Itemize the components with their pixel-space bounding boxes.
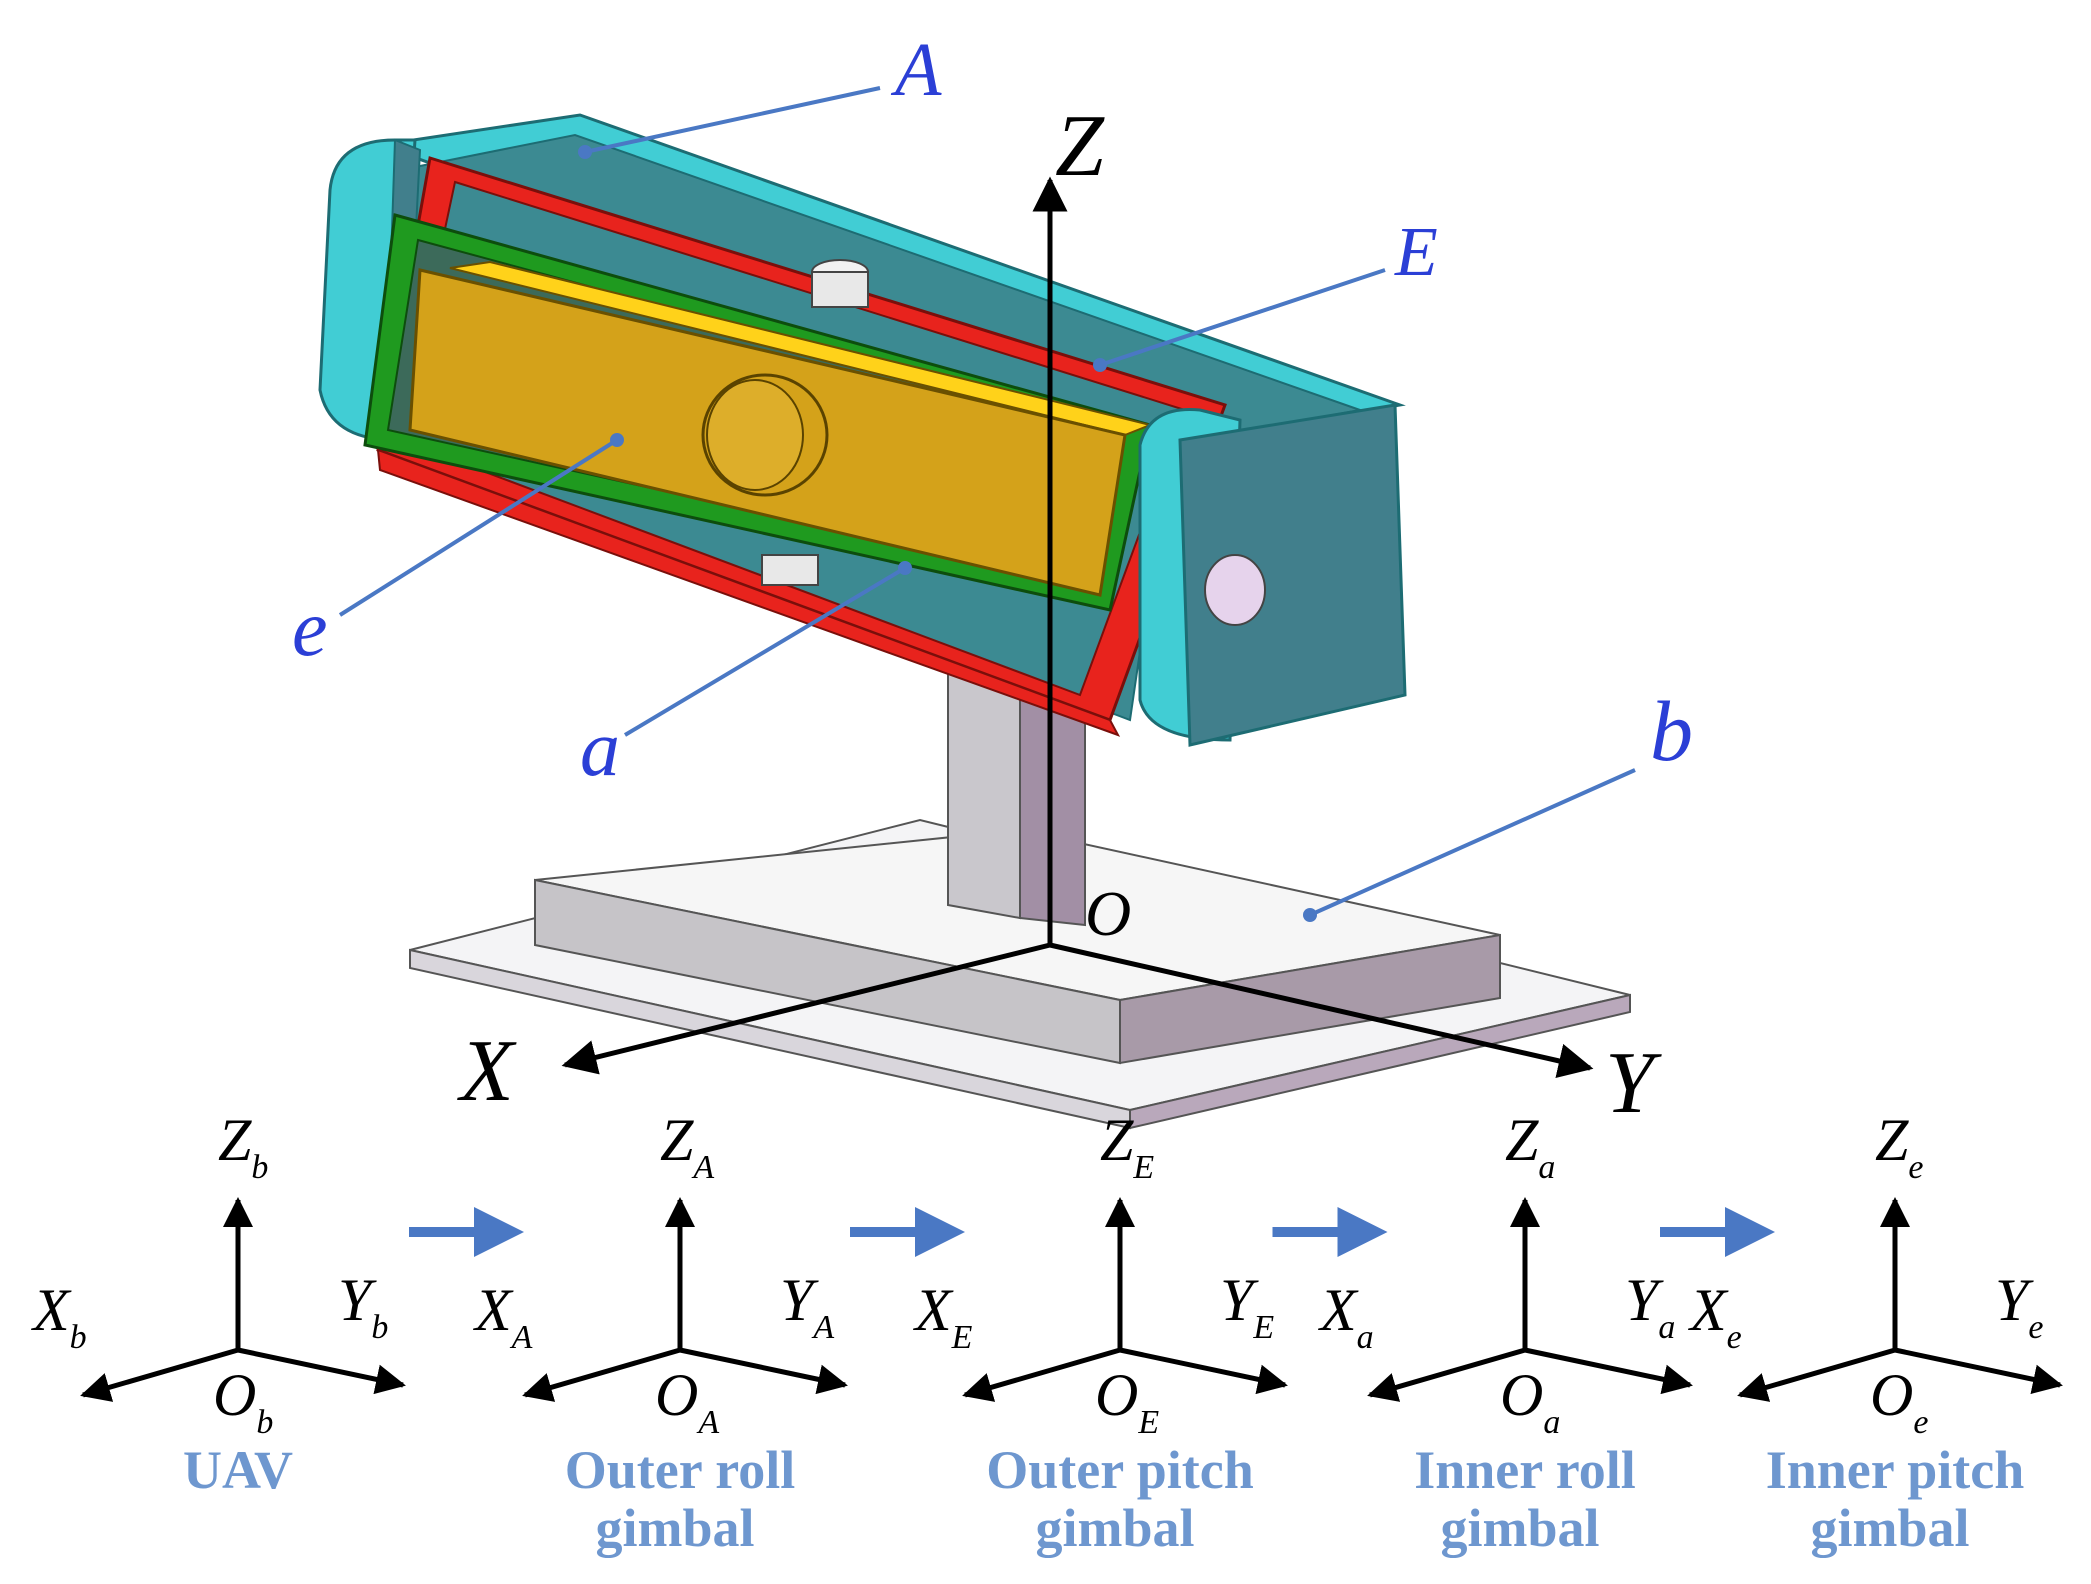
frame-outer-roll-caption-line-1: Outer roll bbox=[565, 1440, 795, 1500]
outer-pitch-lower-rail bbox=[376, 448, 1121, 737]
frame-outer-roll-x-axis bbox=[522, 1347, 681, 1402]
y-axis-label: Y bbox=[1605, 1035, 1662, 1132]
frame-inner-roll-z-label: Za bbox=[1505, 1107, 1555, 1186]
component-leaders bbox=[338, 86, 1636, 917]
label-E: E bbox=[1394, 214, 1438, 291]
base-block-right bbox=[1119, 933, 1501, 1065]
dot-a bbox=[898, 561, 912, 575]
frame-inner-roll-x-label: Xa bbox=[1318, 1277, 1374, 1356]
y-axis bbox=[1049, 942, 1594, 1079]
frame-outer-pitch-x-label: XE bbox=[913, 1277, 973, 1356]
frame-uav-z-label: Zb bbox=[218, 1107, 268, 1186]
frame-inner-pitch-z-label: Ze bbox=[1875, 1107, 1923, 1186]
base-plate-right bbox=[1129, 993, 1631, 1130]
frame-outer-roll-z-label: ZA bbox=[660, 1107, 714, 1186]
frame-outer-pitch-y-label: YE bbox=[1220, 1267, 1274, 1346]
frame-inner-pitch-y-label: Ye bbox=[1995, 1267, 2043, 1346]
top-pin-shaft bbox=[811, 271, 869, 308]
frame-outer-roll-y-axis bbox=[679, 1347, 848, 1395]
frame-uav-y-axis bbox=[237, 1347, 406, 1395]
frame-uav-x-axis bbox=[80, 1347, 239, 1402]
frame-outer-pitch-y-axis bbox=[1119, 1347, 1288, 1395]
main-axes bbox=[561, 176, 1594, 1079]
frame-inner-roll-y-axis bbox=[1524, 1347, 1693, 1395]
label-a: a bbox=[580, 705, 620, 793]
frame-outer-pitch-origin-label: OE bbox=[1095, 1362, 1159, 1441]
frame-outer-pitch-caption-line-1: Outer pitch bbox=[986, 1440, 1254, 1500]
component-dots bbox=[578, 145, 1317, 922]
x-axis bbox=[561, 942, 1051, 1075]
label-b: b bbox=[1650, 683, 1693, 779]
dot-e bbox=[610, 433, 624, 447]
leader-b bbox=[1309, 768, 1636, 917]
frame-outer-roll-caption-line-2: gimbal bbox=[595, 1498, 754, 1558]
frame-uav-origin-label: Ob bbox=[213, 1362, 273, 1441]
frame-uav-caption-line-1: UAV bbox=[183, 1440, 293, 1500]
bottom-pin-shaft bbox=[761, 554, 819, 586]
frame-inner-roll-x-axis bbox=[1367, 1347, 1526, 1402]
frame-inner-roll-caption-line-2: gimbal bbox=[1440, 1498, 1599, 1558]
frame-inner-roll-y-label: Ya bbox=[1625, 1267, 1675, 1346]
z-axis-label: Z bbox=[1055, 98, 1105, 195]
frame-uav-y-label: Yb bbox=[338, 1267, 388, 1346]
frame-outer-pitch-x-axis bbox=[962, 1347, 1121, 1402]
gimbal-assembly bbox=[318, 113, 1407, 747]
leader-a bbox=[623, 566, 907, 737]
dot-b bbox=[1303, 908, 1317, 922]
label-A: A bbox=[890, 28, 942, 112]
frame-inner-pitch-x-label: Xe bbox=[1688, 1277, 1742, 1356]
frame-inner-pitch-x-axis bbox=[1737, 1347, 1896, 1402]
label-e: e bbox=[292, 585, 328, 673]
frame-inner-pitch-origin-label: Oe bbox=[1870, 1362, 1928, 1441]
frame-uav-x-label: Xb bbox=[31, 1277, 87, 1356]
frame-inner-pitch-caption-line-1: Inner pitch bbox=[1766, 1440, 2025, 1500]
frame-outer-pitch-caption-line-2: gimbal bbox=[1035, 1498, 1194, 1558]
origin-label: O bbox=[1085, 878, 1131, 949]
frame-outer-roll-y-label: YA bbox=[780, 1267, 834, 1346]
frame-outer-pitch-z-label: ZE bbox=[1100, 1107, 1154, 1186]
inner-pitch-center-knob-face bbox=[706, 379, 804, 491]
frame-inner-pitch-caption-line-2: gimbal bbox=[1810, 1498, 1969, 1558]
dot-A bbox=[578, 145, 592, 159]
leader-e bbox=[338, 438, 619, 617]
right-end-pin bbox=[1204, 554, 1266, 626]
frame-inner-roll-caption-line-1: Inner roll bbox=[1414, 1440, 1636, 1500]
leader-A bbox=[584, 86, 881, 154]
frame-outer-roll-x-label: XA bbox=[473, 1277, 533, 1356]
frame-inner-pitch-y-axis bbox=[1894, 1347, 2063, 1395]
leader-E bbox=[1099, 268, 1386, 367]
x-axis-label: X bbox=[457, 1023, 517, 1120]
frame-outer-roll-origin-label: OA bbox=[655, 1362, 719, 1441]
frame-inner-roll-origin-label: Oa bbox=[1500, 1362, 1560, 1441]
outer-roll-right-face bbox=[1178, 403, 1407, 747]
dot-E bbox=[1093, 358, 1107, 372]
